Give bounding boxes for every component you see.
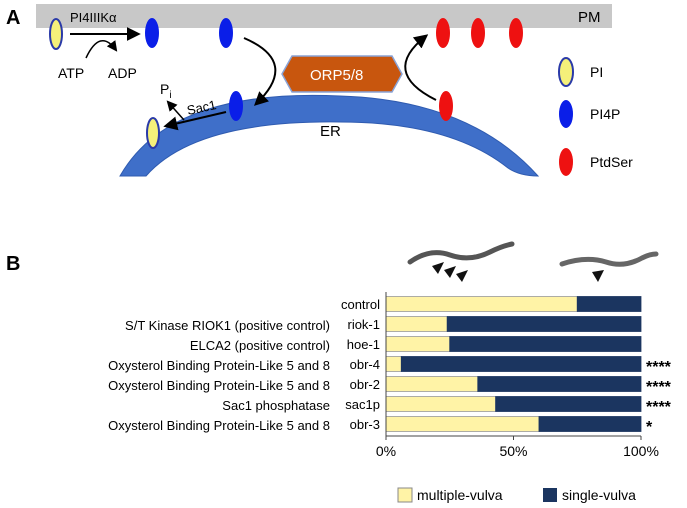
orp-label: ORP5/8: [310, 67, 363, 84]
bar-single-vulva: [449, 336, 642, 352]
x-tick-label: 0%: [376, 443, 396, 459]
adp-label: ADP: [108, 65, 137, 81]
legend-ptdser-label: PtdSer: [590, 154, 633, 170]
multivulva-worm-illustration: [407, 241, 515, 282]
row-description: Oxysterol Binding Protein-Like 5 and 8: [108, 418, 330, 433]
sac1-arrow: [163, 111, 227, 131]
bar-multiple-vulva: [385, 296, 578, 312]
x-tick-label: 50%: [499, 443, 527, 459]
multivulva-worm-body: [407, 241, 515, 265]
pi4p-lipid-pm-1: [145, 18, 159, 48]
ptdser-lipid-pm-2: [471, 18, 485, 48]
vulva-arrowhead-2: [444, 266, 456, 278]
gene-label: obr-4: [350, 357, 380, 372]
legend-multiple-swatch: [397, 487, 413, 503]
gene-label: sac1p: [345, 397, 380, 412]
legend-single-label: single-vulva: [562, 487, 636, 503]
legend-multiple-label: multiple-vulva: [417, 487, 503, 503]
pi-lipid-pm: [49, 18, 63, 50]
bar-single-vulva: [495, 396, 642, 412]
legend-ptdser-swatch: [559, 148, 573, 176]
pi4p-transfer-arrow: [243, 37, 277, 106]
orp-transfer-protein: [281, 55, 403, 93]
plasma-membrane: [36, 4, 612, 28]
single-vulva-worm-illustration: [559, 251, 659, 282]
ptdser-transfer-arrow: [404, 34, 437, 101]
significance-stars: ****: [646, 399, 672, 416]
gene-label: hoe-1: [347, 337, 380, 352]
bar-multiple-vulva: [385, 316, 448, 332]
single-vulva-worm-body: [559, 251, 659, 267]
x-tick-label: 100%: [623, 443, 659, 459]
bar-multiple-vulva: [385, 416, 540, 432]
pi4p-lipid-er: [229, 91, 243, 121]
gene-label: obr-2: [350, 377, 380, 392]
vulva-phenotype-chart: control riok-1 hoe-1 obr-4 **** obr-2 **** sac1…: [341, 292, 672, 459]
lipid-legend: PI PI4P PtdSer: [558, 57, 633, 176]
gene-label: obr-3: [350, 417, 380, 432]
legend-single-swatch: [543, 488, 557, 502]
significance-stars: ****: [646, 359, 672, 376]
bar-single-vulva: [477, 376, 642, 392]
sac1-label: Sac1: [186, 97, 218, 118]
bar-single-vulva: [446, 316, 642, 332]
bar-multiple-vulva: [385, 396, 497, 412]
kinase-label: PI4IIIKα: [70, 10, 117, 25]
ptdser-lipid-er: [439, 91, 453, 121]
legend-pi-label: PI: [590, 64, 603, 80]
vulva-arrowhead-3: [456, 270, 468, 282]
gene-label: control: [341, 297, 380, 312]
phosphate-label: Pi: [160, 81, 172, 101]
panel-a-letter: A: [6, 7, 20, 29]
pi4p-lipid-pm-2: [219, 18, 233, 48]
ptdser-lipid-pm-3: [509, 18, 523, 48]
row-description: Sac1 phosphatase: [222, 398, 330, 413]
vulva-arrowhead-1: [432, 262, 444, 274]
legend-pi4p-swatch: [559, 100, 573, 128]
legend-pi4p-label: PI4P: [590, 106, 620, 122]
er-label: ER: [320, 123, 341, 140]
significance-stars: *: [646, 419, 653, 436]
ptdser-lipid-pm-1: [436, 18, 450, 48]
pi-lipid-er: [146, 117, 160, 149]
pi-release-arrow: [166, 100, 185, 121]
row-description: Oxysterol Binding Protein-Like 5 and 8: [108, 378, 330, 393]
bar-single-vulva: [538, 416, 642, 432]
row-description: ELCA2 (positive control): [190, 338, 330, 353]
bar-multiple-vulva: [385, 356, 402, 372]
atp-adp-arrow: [85, 40, 118, 59]
atp-label: ATP: [58, 65, 84, 81]
bar-multiple-vulva: [385, 376, 479, 392]
bar-single-vulva: [576, 296, 642, 312]
legend-pi-swatch: [558, 57, 574, 87]
row-description: Oxysterol Binding Protein-Like 5 and 8: [108, 358, 330, 373]
pm-label: PM: [578, 9, 601, 26]
row-description: S/T Kinase RIOK1 (positive control): [125, 318, 330, 333]
vulva-arrowhead-single: [592, 270, 604, 282]
description-column: S/T Kinase RIOK1 (positive control) ELCA…: [108, 318, 330, 433]
significance-stars: ****: [646, 379, 672, 396]
bar-multiple-vulva: [385, 336, 451, 352]
bar-single-vulva: [400, 356, 642, 372]
chart-legend: multiple-vulva single-vulva: [397, 487, 636, 503]
panel-b-letter: B: [6, 253, 20, 275]
gene-label: riok-1: [347, 317, 380, 332]
